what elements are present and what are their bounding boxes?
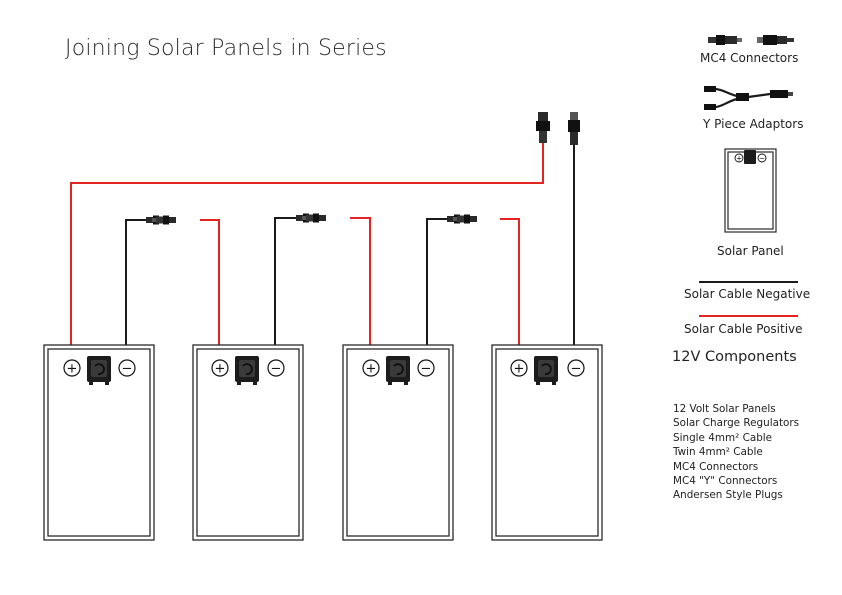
list-item: 12 Volt Solar Panels (673, 403, 776, 415)
panel-2-negative-symbol: − (271, 362, 282, 377)
negative-terminal-icon (417, 359, 435, 377)
solar-panel-label: Solar Panel (717, 244, 784, 258)
components-list: 12 Volt Solar Panels Solar Charge Regula… (673, 402, 799, 503)
mc4-connector-pair-3 (447, 214, 477, 224)
list-item: MC4 Connectors (673, 460, 759, 473)
solar-panel-3 (342, 344, 454, 541)
negative-cable-link-3 (426, 218, 447, 345)
mc4-connector-pair-2 (296, 213, 326, 223)
solar-panel-1 (43, 344, 155, 541)
list-item: Single 4mm² Cable (673, 431, 773, 444)
positive-cable-link-2 (350, 217, 371, 345)
positive-cable-link-1 (200, 219, 220, 345)
list-item: Twin 4mm² Cable (673, 446, 763, 459)
legend-positive-symbol: + (736, 155, 742, 163)
solar-panel-legend-icon: + − (724, 148, 777, 233)
positive-cable-link-3 (500, 218, 520, 345)
list-item: MC4 "Y" Connectors (673, 475, 778, 488)
positive-cable-main (70, 143, 544, 345)
solar-panel-2 (192, 344, 304, 541)
output-negative-connector (568, 112, 580, 145)
mc4-connectors-icon (708, 35, 794, 45)
panel-3-positive-symbol: + (366, 362, 377, 377)
positive-terminal-icon (211, 359, 229, 377)
panel-2-positive-symbol: + (215, 362, 226, 377)
list-item: Solar Charge Regulators (673, 417, 800, 430)
output-positive-connector (536, 112, 550, 143)
positive-terminal-icon (510, 359, 528, 377)
panel-3-negative-symbol: − (421, 362, 432, 377)
y-piece-adaptor-icon (704, 86, 793, 110)
components-heading: 12V Components (672, 349, 797, 365)
positive-terminal-icon (362, 359, 380, 377)
negative-cable-link-2 (274, 217, 296, 345)
panel-1-negative-symbol: − (122, 362, 133, 377)
cable-negative-label: Solar Cable Negative (684, 287, 811, 301)
mc4-connectors-label: MC4 Connectors (700, 51, 799, 65)
solar-panel-4 (491, 344, 603, 541)
y-piece-adaptors-label: Y Piece Adaptors (703, 117, 804, 131)
legend-negative-symbol: − (759, 155, 765, 163)
panel-4-positive-symbol: + (514, 362, 525, 377)
mc4-connector-pair-1 (146, 215, 176, 225)
panel-1-positive-symbol: + (67, 362, 78, 377)
negative-terminal-icon (118, 359, 136, 377)
negative-terminal-icon (267, 359, 285, 377)
positive-terminal-icon (63, 359, 81, 377)
negative-cable-link-1 (125, 219, 146, 345)
panel-4-negative-symbol: − (571, 362, 582, 377)
list-item: Andersen Style Plugs (673, 489, 783, 502)
negative-terminal-icon (567, 359, 585, 377)
cable-positive-label: Solar Cable Positive (684, 322, 803, 336)
page-title: Joining Solar Panels in Series (65, 36, 387, 61)
